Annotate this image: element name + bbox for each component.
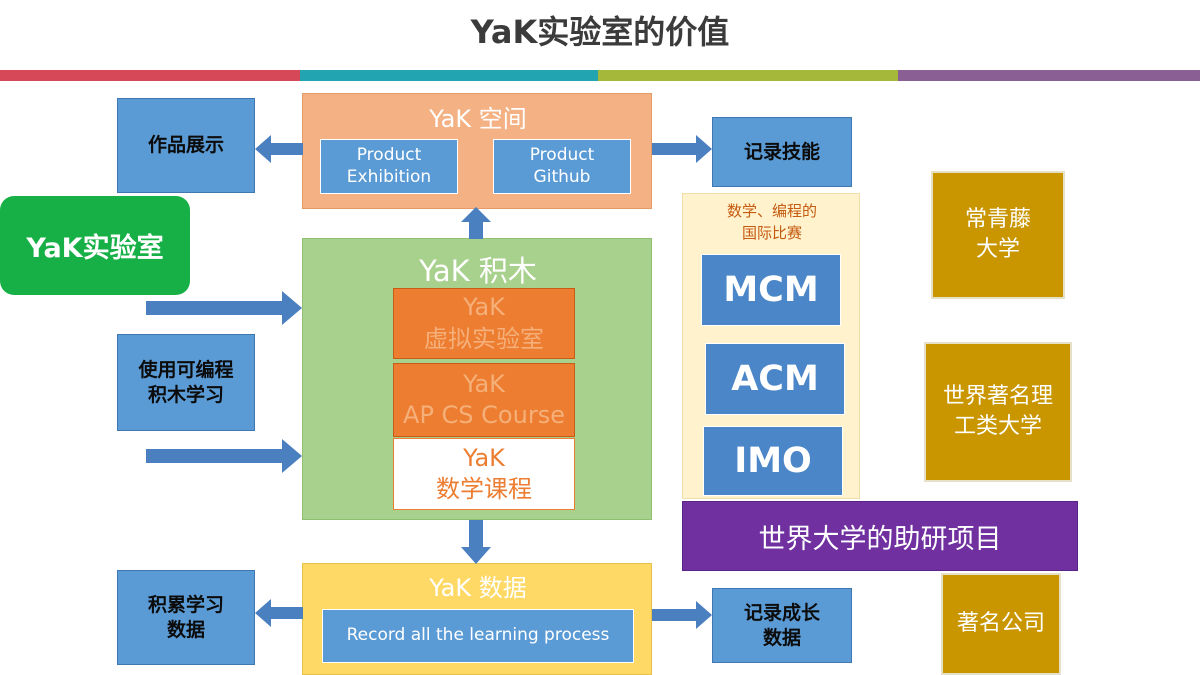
competition-heading-line1: 数学、编程的 [726, 202, 817, 221]
record-growth-box: 记录成长 数据 [712, 588, 852, 663]
arrow-right-growth-icon [652, 601, 712, 629]
accumulate-line1: 积累学习 [147, 593, 224, 616]
virtual-lab-slab: YaK 虚拟实验室 [393, 288, 575, 359]
arrow-right-lab-icon [146, 291, 302, 325]
product-github-line1: Product [529, 145, 595, 166]
arrow-left-works-icon [255, 135, 303, 163]
arrow-left-accumulate-icon [255, 599, 303, 627]
product-exhibition-box: Product Exhibition [320, 139, 458, 194]
page-title: YaK实验室的价值 [470, 13, 730, 51]
learn-blocks-line1: 使用可编程 [138, 358, 234, 381]
record-process-box: Record all the learning process [322, 609, 634, 663]
competition-mcm: MCM [701, 254, 841, 326]
blocks-title: YaK 积木 [419, 254, 537, 288]
product-exhibition-line2: Exhibition [346, 166, 432, 187]
ivy-league-box: 常青藤 大学 [931, 171, 1065, 299]
ivy-league-line1: 常青藤 [964, 207, 1031, 233]
divider-bar-purple [898, 70, 1200, 81]
virtual-lab-line2: 虚拟实验室 [424, 324, 544, 353]
arrow-up-space-icon [461, 207, 491, 239]
product-github-box: Product Github [493, 139, 631, 194]
lab-badge: YaK实验室 [0, 196, 190, 295]
accumulate-line2: 数据 [166, 618, 205, 641]
competition-heading-line2: 国际比赛 [741, 224, 802, 242]
ap-cs-slab: YaK AP CS Course [393, 363, 575, 437]
record-growth-line2: 数据 [762, 626, 801, 649]
competition-imo: IMO [703, 426, 843, 496]
competition-heading: 数学、编程的 国际比赛 [683, 200, 861, 246]
research-projects-bar: 世界大学的助研项目 [682, 501, 1078, 571]
product-exhibition-line1: Product [356, 145, 422, 166]
virtual-lab-line1: YaK [463, 293, 505, 322]
accumulate-box: 积累学习 数据 [117, 570, 255, 665]
science-university-line1: 世界著名理 [942, 384, 1053, 410]
science-university-box: 世界著名理 工类大学 [924, 342, 1072, 482]
works-box: 作品展示 [117, 98, 255, 193]
ivy-league-line2: 大学 [975, 237, 1020, 262]
learn-blocks-line2: 积木学习 [147, 383, 224, 406]
space-section: YaK 空间 Product Exhibition Product Github [302, 93, 652, 209]
record-skills-box: 记录技能 [712, 117, 852, 187]
record-growth-line1: 记录成长 [743, 601, 820, 624]
learn-blocks-box: 使用可编程 积木学习 [117, 334, 255, 431]
ap-cs-line1: YaK [463, 369, 505, 398]
data-title: YaK 数据 [429, 573, 527, 602]
companies-box: 著名公司 [941, 573, 1061, 675]
divider-bar-green [598, 70, 898, 81]
science-university-line2: 工类大学 [953, 414, 1042, 439]
math-course-line2: 数学课程 [436, 475, 532, 503]
arrow-right-learn-icon [146, 439, 302, 473]
math-course-slab: YaK 数学课程 [393, 438, 575, 510]
competition-panel: 数学、编程的 国际比赛 MCM ACM IMO [682, 193, 860, 499]
ap-cs-line2: AP CS Course [403, 401, 565, 429]
product-github-line2: Github [533, 166, 591, 187]
arrow-right-skills-icon [652, 135, 712, 163]
divider-bar-teal [300, 70, 598, 81]
arrow-down-data-icon [461, 520, 491, 564]
space-title: YaK 空间 [429, 104, 527, 133]
blocks-section: YaK 积木 YaK 虚拟实验室 YaK AP CS Course YaK 数学… [302, 238, 652, 520]
math-course-line1: YaK [463, 443, 505, 472]
divider-bar-red [0, 70, 300, 81]
competition-acm: ACM [705, 343, 845, 415]
data-section: YaK 数据 Record all the learning process [302, 563, 652, 675]
